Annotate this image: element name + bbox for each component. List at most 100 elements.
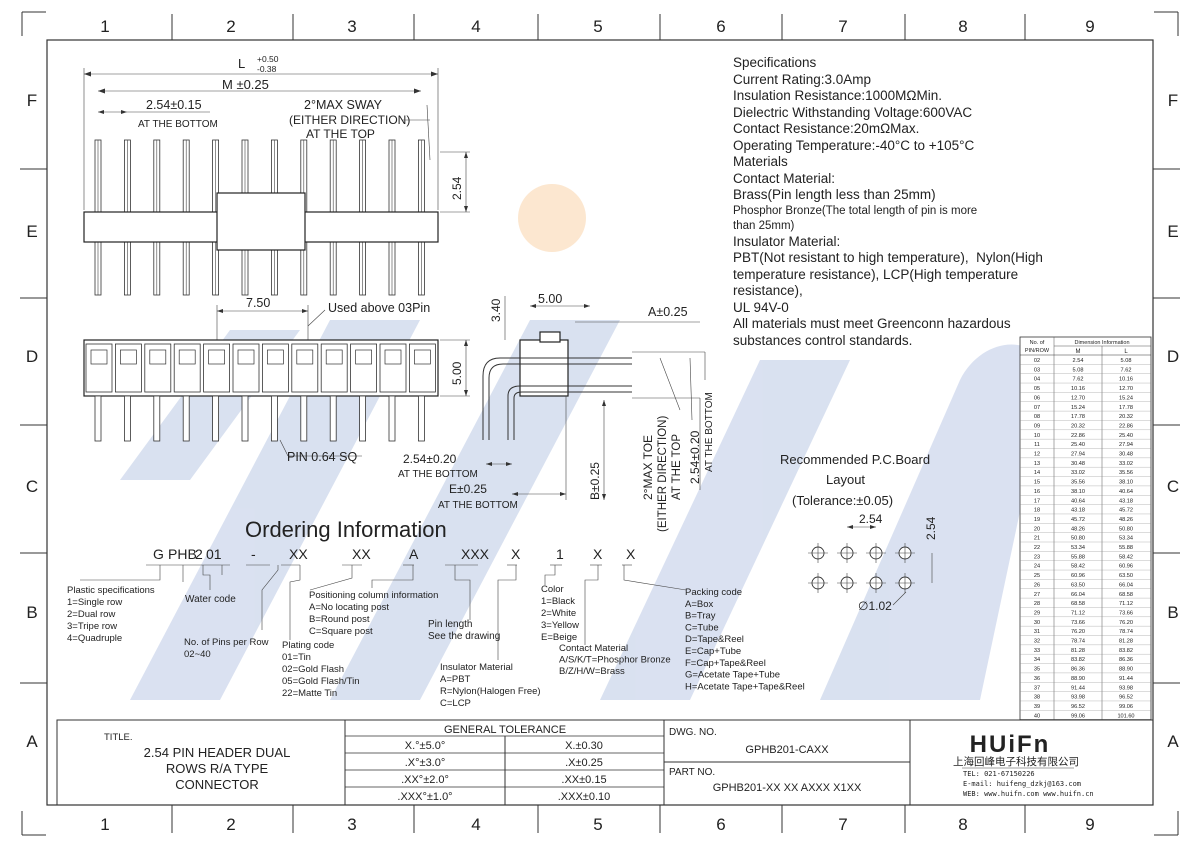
table-cell-l: 88.90: [1119, 667, 1133, 673]
column-label: 3: [347, 815, 356, 834]
row-label: D: [26, 347, 38, 366]
table-cell-l: 30.48: [1119, 452, 1133, 458]
table-cell-m: 38.10: [1071, 489, 1085, 495]
spec-line: resistance),: [733, 283, 803, 298]
contact-code: A/S/K/T=Phosphor Bronze: [559, 655, 671, 666]
table-cell-l: 15.24: [1119, 395, 1133, 401]
table-cell-m: 71.12: [1071, 610, 1085, 616]
insulator-code: C=LCP: [440, 698, 471, 709]
spec-line: Insulation Resistance:1000MΩMin.: [733, 88, 942, 103]
pitch-note: AT THE BOTTOM: [138, 119, 218, 130]
housing-cell: [408, 343, 436, 393]
table-cell-l: 10.16: [1119, 377, 1133, 383]
pins-per-row: No. of Pins per Row: [184, 637, 269, 648]
table-cell-l: 66.04: [1119, 582, 1133, 588]
column-label: 1: [100, 815, 109, 834]
table-cell-l: 27.94: [1119, 442, 1133, 448]
table-cell-pins: 26: [1034, 582, 1040, 588]
table-cell-m: 73.66: [1071, 620, 1085, 626]
company-logo: HUiFn: [970, 731, 1051, 758]
column-label: 9: [1085, 815, 1094, 834]
table-cell-l: 93.98: [1119, 685, 1133, 691]
bottom-pin: [359, 395, 367, 442]
color-code: E=Beige: [541, 632, 577, 643]
column-label: 4: [471, 17, 480, 36]
plastic-spec: Plastic specifications: [67, 585, 155, 596]
table-cell-pins: 25: [1034, 573, 1040, 579]
spec-line: Insulator Material:: [733, 233, 841, 249]
table-cell-l: 86.36: [1119, 657, 1133, 663]
water-code: Water code: [185, 594, 236, 605]
bottom-pin: [182, 395, 190, 442]
watermark-stroke: [820, 344, 1050, 700]
table-cell-m: 17.78: [1071, 414, 1085, 420]
packing-code: F=Cap+Tape&Reel: [685, 658, 766, 669]
table-cell-l: 40.64: [1119, 489, 1133, 495]
column-label: 9: [1085, 17, 1094, 36]
packing-code: E=Cap+Tube: [685, 646, 741, 657]
company-email: E-mail: huifeng_dzkj@163.com: [963, 780, 1081, 788]
row-label: A: [1167, 732, 1179, 751]
spec-line: Brass(Pin length less than 25mm): [733, 187, 936, 202]
table-cell-l: 81.28: [1119, 639, 1133, 645]
order-code-segment: PHB: [168, 546, 197, 562]
table-cell-pins: 30: [1034, 620, 1040, 626]
table-cell-pins: 34: [1034, 657, 1040, 663]
title-label: TITLE.: [104, 732, 133, 743]
plating-code: 22=Matte Tin: [282, 688, 337, 699]
table-cell-pins: 22: [1034, 545, 1040, 551]
table-cell-pins: 40: [1034, 713, 1040, 719]
packing-code: Packing code: [685, 587, 742, 598]
huifn-watermark: [120, 184, 1050, 700]
spec-line: PBT(Not resistant to high temperature), …: [733, 250, 1043, 265]
watermark-stroke: [330, 320, 620, 700]
table-cell-m: 5.08: [1073, 367, 1084, 373]
table-cell-m: 27.94: [1071, 452, 1085, 458]
pcb-title-3: (Tolerance:±0.05): [792, 493, 893, 508]
table-cell-m: 55.88: [1071, 554, 1085, 560]
tolerance-linear: .XXX±0.10: [558, 791, 611, 803]
color-code: Color: [541, 584, 564, 595]
title-block: TITLE. 2.54 PIN HEADER DUAL ROWS R/A TYP…: [56, 719, 1154, 806]
row-label: A: [26, 732, 38, 751]
column-label: 2: [226, 17, 235, 36]
insulator-code: Insulator Material: [440, 662, 513, 673]
table-cell-pins: 08: [1034, 414, 1040, 420]
plastic-spec: 2=Dual row: [67, 609, 115, 620]
spec-line: Phosphor Bronze(The total length of pin …: [733, 204, 978, 217]
bottom-pin: [300, 395, 308, 442]
spec-line: Materials: [733, 154, 788, 169]
table-cell-l: 83.82: [1119, 648, 1133, 654]
front-view: L +0.50 -0.38 M ±0.25 2.54±0.15 AT THE B…: [83, 54, 470, 296]
table-cell-l: 50.80: [1119, 526, 1133, 532]
housing-cell: [232, 343, 260, 393]
table-cell-pins: 04: [1034, 377, 1040, 383]
sway-line-3: AT THE TOP: [306, 127, 375, 141]
table-cell-l: 78.74: [1119, 629, 1133, 635]
spec-line: than 25mm): [733, 219, 795, 232]
sway-line-2: (EITHER DIRECTION): [289, 113, 410, 127]
table-cell-pins: 20: [1034, 526, 1040, 532]
column-label: 3: [347, 17, 356, 36]
tolerance-angle: X.°±5.0°: [405, 740, 446, 752]
packing-code: D=Tape&Reel: [685, 634, 744, 645]
table-cell-l: 25.40: [1119, 433, 1133, 439]
housing-cell: [379, 343, 407, 393]
table-cell-m: 12.70: [1071, 395, 1085, 401]
e-dimension: E±0.25: [449, 482, 487, 496]
bottom-pin: [388, 395, 396, 442]
table-cell-pins: 03: [1034, 367, 1040, 373]
table-cell-m: 53.34: [1071, 545, 1085, 551]
table-cell-l: 43.18: [1119, 498, 1133, 504]
color-code: 3=Yellow: [541, 620, 579, 631]
color-code: 1=Black: [541, 596, 575, 607]
housing-cell: [350, 343, 378, 393]
table-cell-pins: 18: [1034, 508, 1040, 514]
table-cell-l: 53.34: [1119, 536, 1133, 542]
order-code-segment: XX: [289, 546, 308, 562]
table-cell-m: 45.72: [1071, 517, 1085, 523]
e-dimension-note: AT THE BOTTOM: [438, 500, 518, 511]
table-cell-l: 12.70: [1119, 386, 1133, 392]
